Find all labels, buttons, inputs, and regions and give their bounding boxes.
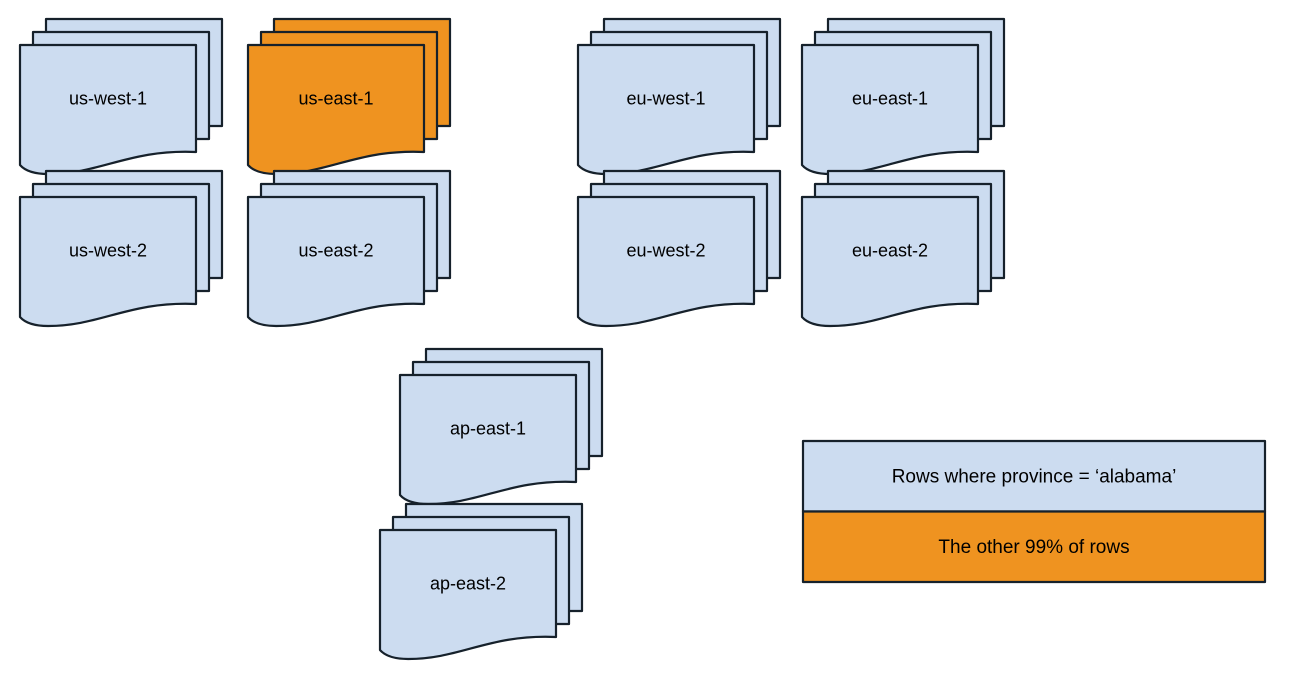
region-stack-eu-east-1[interactable]: eu-east-1: [800, 17, 1006, 176]
legend-layer: Rows where province = ‘alabama’The other…: [801, 439, 1267, 584]
region-stack-us-west-2[interactable]: us-west-2: [18, 169, 224, 328]
stack-sheet-front[interactable]: [18, 195, 198, 328]
stack-sheet-front[interactable]: [246, 43, 426, 176]
stack-sheet-front[interactable]: [576, 195, 756, 328]
region-stack-eu-west-1[interactable]: eu-west-1: [576, 17, 782, 176]
legend-swatch: [801, 510, 1267, 584]
region-stack-us-west-1[interactable]: us-west-1: [18, 17, 224, 176]
stack-sheet-front[interactable]: [378, 528, 558, 661]
stack-sheet-front[interactable]: [800, 43, 980, 176]
region-stack-ap-east-1[interactable]: ap-east-1: [398, 347, 604, 506]
region-stack-eu-east-2[interactable]: eu-east-2: [800, 169, 1006, 328]
stack-sheet-front[interactable]: [800, 195, 980, 328]
legend-row-legend-blue: Rows where province = ‘alabama’: [801, 439, 1267, 513]
stack-sheet-front[interactable]: [576, 43, 756, 176]
legend-row-legend-orange: The other 99% of rows: [801, 510, 1267, 584]
region-stack-eu-west-2[interactable]: eu-west-2: [576, 169, 782, 328]
region-stack-ap-east-2[interactable]: ap-east-2: [378, 502, 584, 661]
stack-sheet-front[interactable]: [398, 373, 578, 506]
stack-sheet-front[interactable]: [246, 195, 426, 328]
region-stack-us-east-1[interactable]: us-east-1: [246, 17, 452, 176]
stack-sheet-front[interactable]: [18, 43, 198, 176]
legend-swatch: [801, 439, 1267, 513]
region-stack-us-east-2[interactable]: us-east-2: [246, 169, 452, 328]
